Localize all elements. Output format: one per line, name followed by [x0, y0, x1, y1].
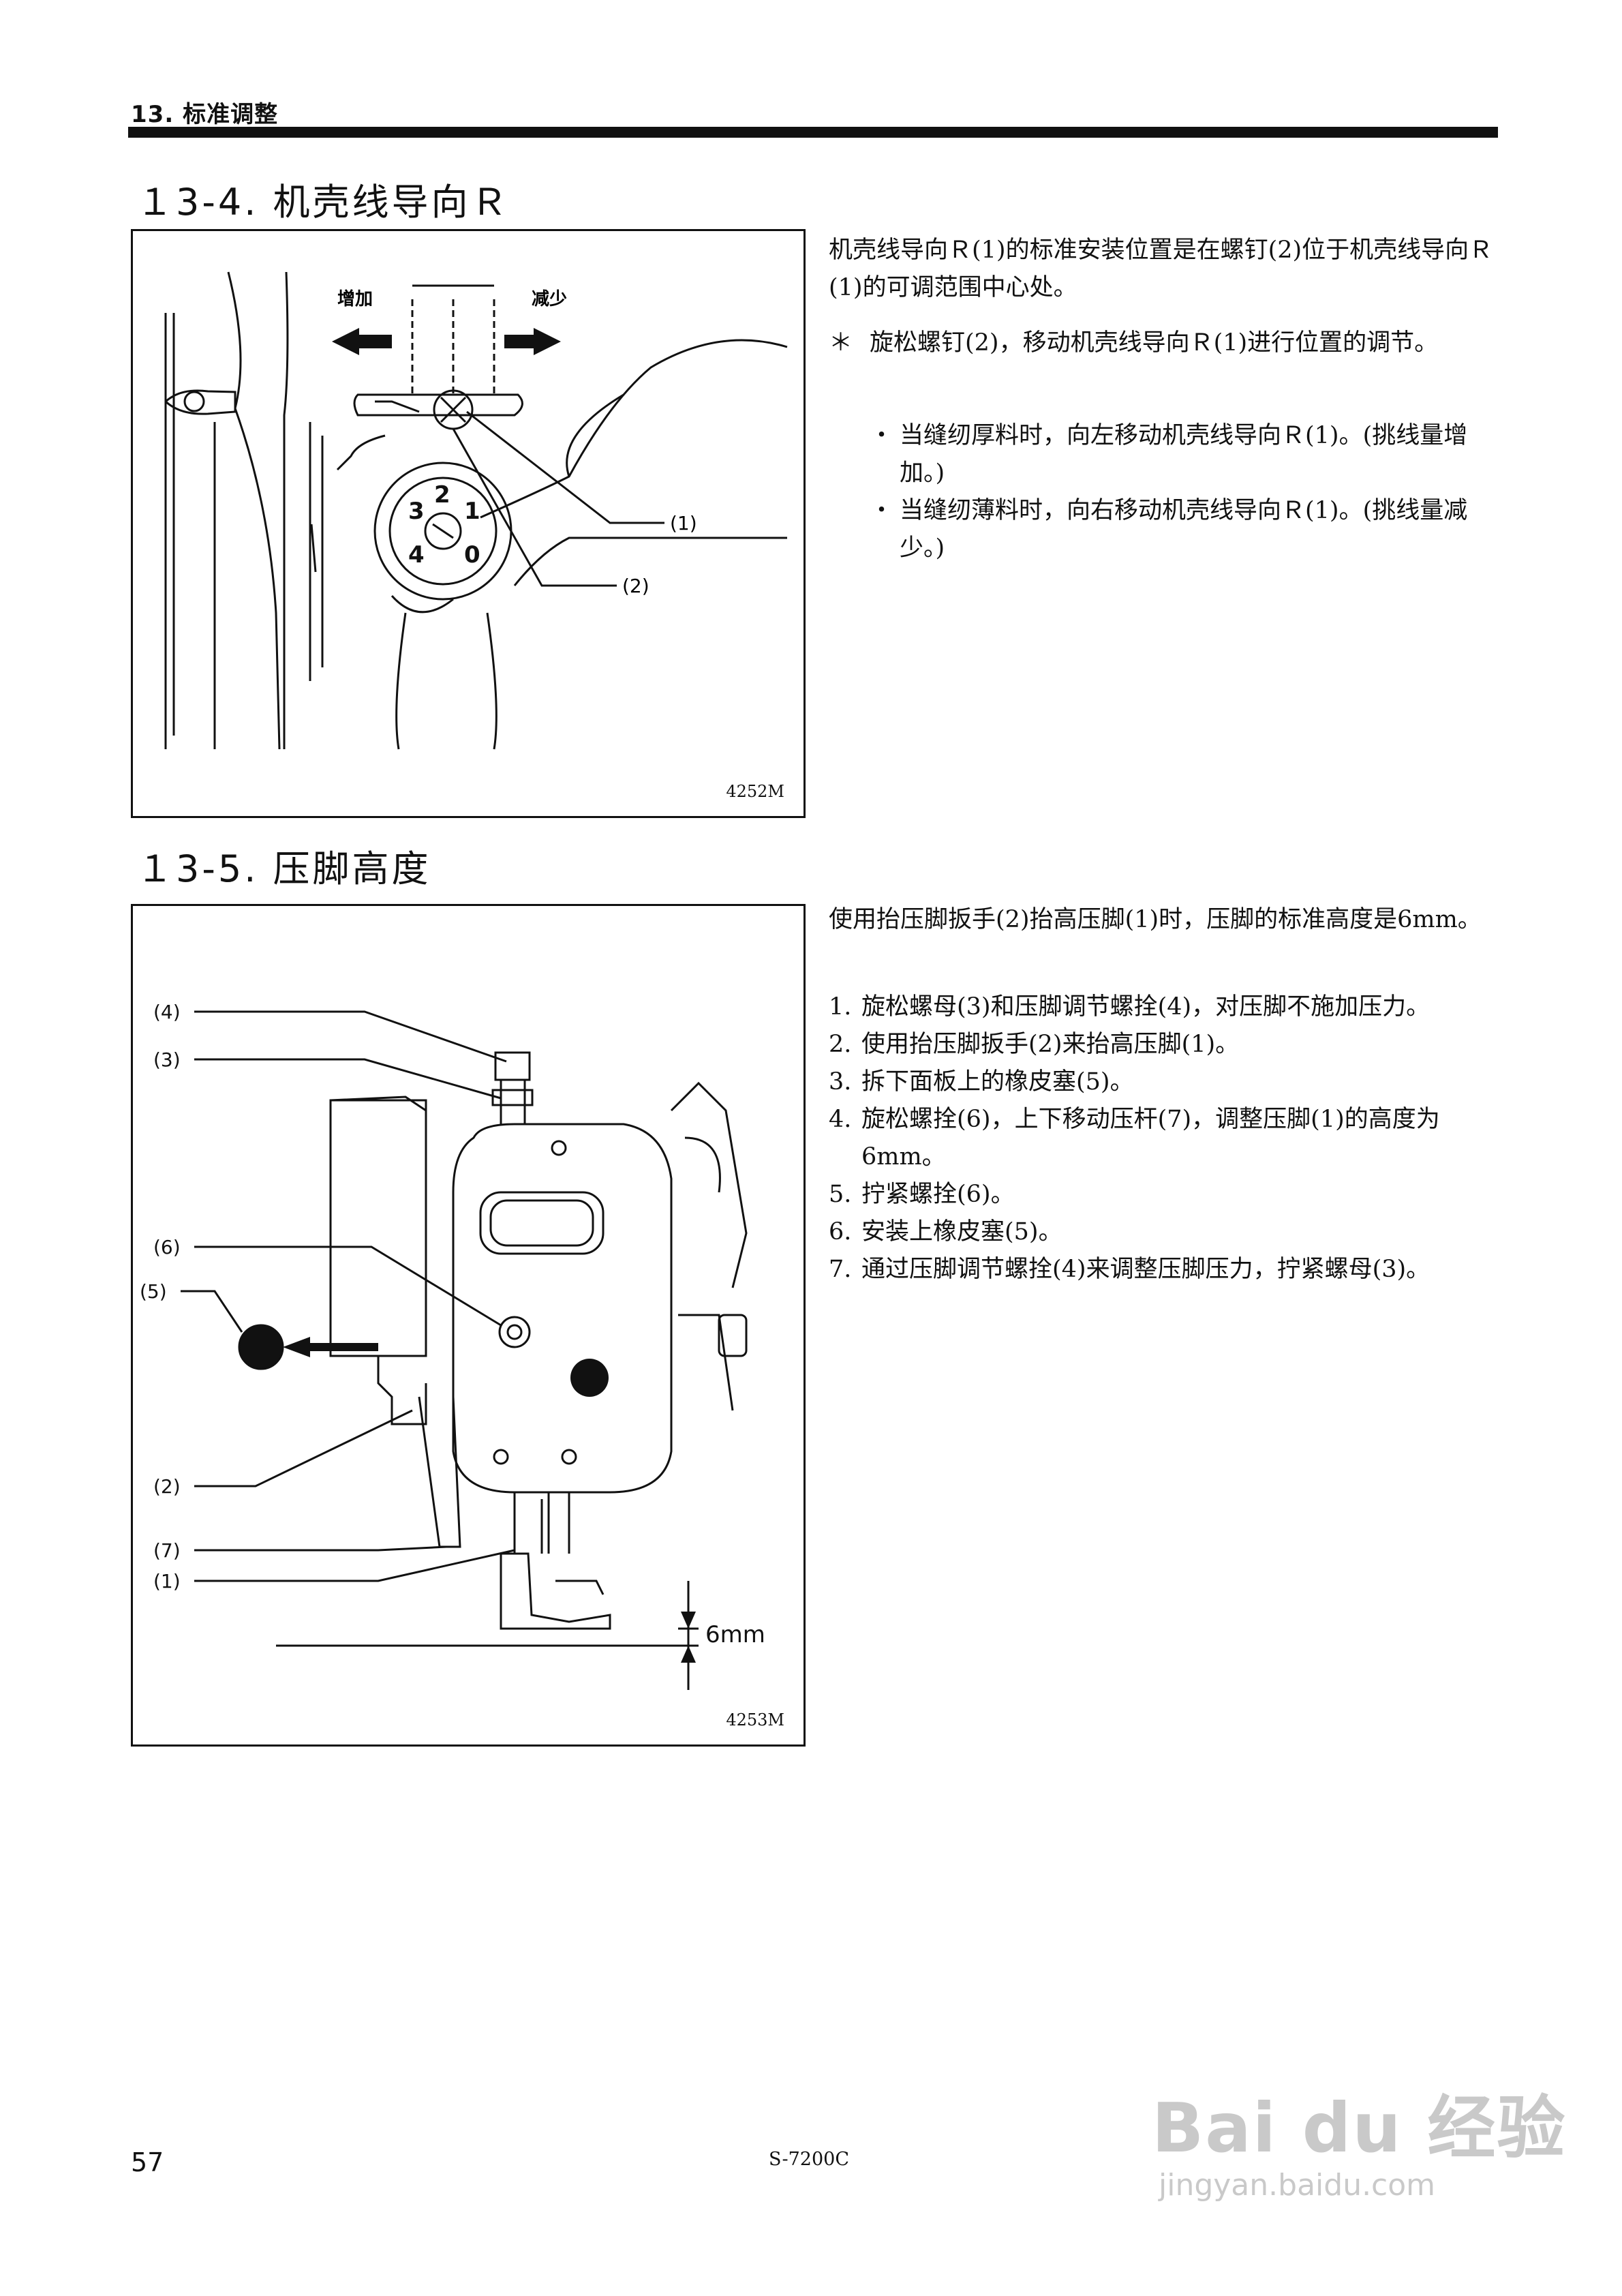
bullet-icon: ・ — [870, 497, 894, 524]
label-increase: 增加 — [337, 288, 373, 309]
bullet-text: 当缝纫薄料时，向右移动机壳线导向Ｒ(1)。(挑线量减少。) — [900, 497, 1468, 562]
page-number: 57 — [131, 2147, 164, 2177]
note-text: 旋松螺钉(2)，移动机壳线导向Ｒ(1)进行位置的调节。 — [870, 329, 1439, 357]
step-item: 1. 旋松螺母(3)和压脚调节螺拴(4)，对压脚不施加压力。 — [829, 988, 1510, 1026]
section-title-13-4: １3-4. 机壳线导向Ｒ — [136, 181, 510, 224]
figure-code: 4252M — [726, 782, 784, 801]
asterisk-mark: ＊ — [829, 329, 853, 357]
dial-number: 3 — [408, 498, 425, 525]
step-item: 5. 拧紧螺拴(6)。 — [829, 1176, 1510, 1213]
callout-7: (7) — [153, 1539, 181, 1562]
step-item: 7. 通过压脚调节螺拴(4)来调整压脚压力，拧紧螺母(3)。 — [829, 1251, 1510, 1288]
figure-code: 4253M — [726, 1710, 784, 1729]
chapter-heading: 13. 标准调整 — [131, 101, 279, 128]
step-item: 2. 使用抬压脚扳手(2)来抬高压脚(1)。 — [829, 1026, 1510, 1063]
label-decrease: 减少 — [532, 289, 567, 309]
dial-number: 1 — [464, 498, 480, 525]
step-text: 旋松螺拴(6)，上下移动压杆(7)，调整压脚(1)的高度为 6mm。 — [861, 1106, 1440, 1170]
bullet-item: ・ 当缝纫厚料时，向左移动机壳线导向Ｒ(1)。(挑线量增加。) — [870, 417, 1497, 492]
step-text: 使用抬压脚扳手(2)来抬高压脚(1)。 — [861, 1031, 1240, 1058]
baidu-watermark-logo: Bai du 经验 — [1152, 2088, 1567, 2168]
section2-paragraph: 使用抬压脚扳手(2)抬高压脚(1)时，压脚的标准高度是6mm。 — [829, 906, 1482, 933]
bullet-item: ・ 当缝纫薄料时，向右移动机壳线导向Ｒ(1)。(挑线量减少。) — [870, 492, 1497, 567]
step-item: 3. 拆下面板上的橡皮塞(5)。 — [829, 1063, 1510, 1101]
step-item: 4. 旋松螺拴(6)，上下移动压杆(7)，调整压脚(1)的高度为 6mm。 — [829, 1101, 1510, 1176]
step-item: 6. 安装上橡皮塞(5)。 — [829, 1213, 1510, 1251]
figure-thread-guide: 增加 减少 (1) (2) 2 1 0 4 3 4252M — [131, 229, 806, 818]
callout-4: (4) — [153, 1001, 181, 1023]
step-number: 1. — [829, 993, 852, 1021]
step-text: 安装上橡皮塞(5)。 — [861, 1218, 1062, 1245]
header-rule — [128, 127, 1498, 138]
section1-paragraph: 机壳线导向Ｒ(1)的标准安装位置是在螺钉(2)位于机壳线导向Ｒ(1)的可调范围中… — [829, 237, 1493, 301]
callout-2: (2) — [622, 575, 649, 597]
bullet-icon: ・ — [870, 422, 894, 449]
bullet-text: 当缝纫厚料时，向左移动机壳线导向Ｒ(1)。(挑线量增加。) — [900, 422, 1468, 487]
model-number: S-7200C — [769, 2149, 849, 2170]
step-number: 3. — [829, 1068, 852, 1096]
step-number: 2. — [829, 1031, 852, 1058]
step-text: 拆下面板上的橡皮塞(5)。 — [861, 1068, 1134, 1096]
procedure-steps: 1. 旋松螺母(3)和压脚调节螺拴(4)，对压脚不施加压力。 2. 使用抬压脚扳手(… — [829, 988, 1510, 1288]
step-text: 旋松螺母(3)和压脚调节螺拴(4)，对压脚不施加压力。 — [861, 993, 1430, 1021]
section-title-13-5: １3-5. 压脚高度 — [136, 847, 431, 890]
thread-guide-illustration: 增加 减少 (1) (2) 2 1 0 4 3 — [164, 271, 788, 750]
callout-5: (5) — [140, 1280, 167, 1303]
step-number: 4. — [829, 1106, 852, 1133]
step-number: 5. — [829, 1181, 852, 1208]
callout-1: (1) — [670, 512, 697, 534]
presser-foot-illustration: (4) (3) (6) (5) (2) (7) (1) 6mm — [140, 1001, 765, 1690]
step-number: 7. — [829, 1256, 852, 1283]
dial-number: 0 — [464, 541, 480, 569]
dimension-label: 6mm — [705, 1621, 765, 1648]
step-number: 6. — [829, 1218, 852, 1245]
section1-note: ＊ 旋松螺钉(2)，移动机壳线导向Ｒ(1)进行位置的调节。 — [829, 324, 1497, 362]
step-text: 拧紧螺拴(6)。 — [861, 1181, 1015, 1208]
figure-presser-foot: (4) (3) (6) (5) (2) (7) (1) 6mm 4253M — [131, 904, 806, 1747]
step-text: 通过压脚调节螺拴(4)来调整压脚压力，拧紧螺母(3)。 — [861, 1256, 1430, 1283]
callout-1: (1) — [153, 1570, 181, 1592]
dial-number: 2 — [434, 481, 450, 509]
callout-2: (2) — [153, 1475, 181, 1498]
callout-3: (3) — [153, 1048, 181, 1071]
baidu-watermark-url: jingyan.baidu.com — [1159, 2168, 1436, 2203]
callout-6: (6) — [153, 1236, 181, 1258]
dial-number: 4 — [408, 541, 425, 569]
